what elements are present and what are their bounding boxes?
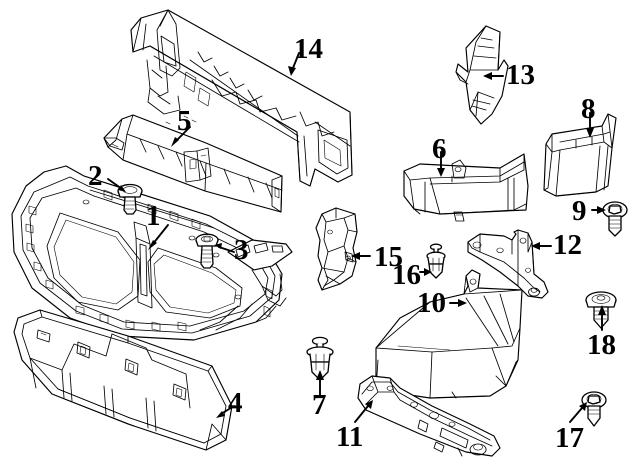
part-6-air-duct-housing: [403, 153, 529, 222]
part-3-hex-head-bolt: [195, 233, 219, 269]
callout-number-12: 12: [553, 229, 582, 261]
callout-number-8: 8: [581, 93, 596, 125]
callout-number-5: 5: [177, 105, 192, 137]
callout-number-7: 7: [312, 389, 327, 421]
part-17-hex-socket-fastener: [581, 391, 607, 427]
callout-number-13: 13: [506, 59, 535, 91]
part-12-mounting-bracket-arm: [467, 229, 549, 299]
callout-number-16: 16: [392, 259, 421, 291]
part-15-side-bracket: [315, 207, 358, 291]
part-5-upper-cover-panel: [103, 114, 283, 213]
leader-lines: [107, 52, 606, 423]
callout-number-3: 3: [234, 234, 249, 266]
part-11-reinforcement-rail: [357, 375, 501, 457]
part-2-flat-head-screw: [117, 183, 143, 215]
callout-number-11: 11: [336, 421, 364, 453]
callout-number-15: 15: [374, 241, 403, 273]
part-1-grille-support-frame: [11, 165, 293, 341]
callout-number-4: 4: [228, 387, 243, 419]
part-13-air-deflector-panel: [455, 25, 509, 125]
callout-number-6: 6: [432, 133, 447, 165]
part-4-lower-grille-trim: [13, 309, 233, 451]
part-14-upper-cross-member: [130, 9, 353, 187]
callout-number-2: 2: [88, 160, 103, 192]
callout-number-10: 10: [417, 287, 446, 319]
callout-number-9: 9: [572, 195, 587, 227]
callout-number-17: 17: [555, 422, 584, 454]
callout-number-14: 14: [294, 33, 323, 65]
callout-number-1: 1: [146, 200, 161, 232]
part-8-curved-air-guide: [543, 113, 617, 197]
part-10-air-intake-scoop: [375, 269, 523, 399]
part-16-small-push-pin-rivet: [426, 243, 446, 279]
part-9-hex-socket-fastener: [602, 201, 628, 237]
callout-number-18: 18: [587, 329, 616, 361]
